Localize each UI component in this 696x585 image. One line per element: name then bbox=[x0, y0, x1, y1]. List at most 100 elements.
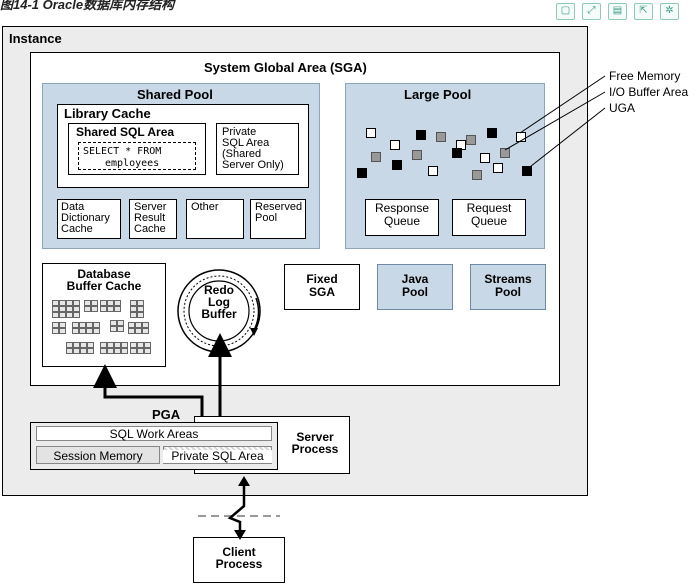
buffer-block bbox=[128, 322, 135, 328]
client-process-line-1: Client bbox=[222, 545, 256, 559]
buffer-block bbox=[87, 342, 94, 348]
session-memory-label: Session Memory bbox=[53, 449, 143, 463]
uga-block bbox=[357, 168, 367, 178]
private-sql-area-shared bbox=[216, 123, 299, 175]
buffer-block bbox=[52, 300, 59, 306]
buffer-block bbox=[137, 306, 144, 312]
io-buffer-block bbox=[436, 132, 446, 142]
java-pool bbox=[377, 264, 453, 310]
buffer-block bbox=[117, 320, 124, 326]
request-queue bbox=[452, 199, 526, 236]
buffer-block bbox=[66, 312, 73, 318]
fixed-sga bbox=[284, 264, 360, 310]
sql-work-areas-label: SQL Work Areas bbox=[109, 427, 199, 441]
redo-log-buffer bbox=[176, 268, 262, 354]
buffer-block bbox=[66, 342, 73, 348]
streams-pool bbox=[470, 264, 546, 310]
server-result-cache bbox=[129, 199, 177, 239]
buffer-block bbox=[87, 348, 94, 354]
free-memory-block bbox=[493, 163, 503, 173]
sql-text-line-2: employees bbox=[105, 158, 160, 169]
session-memory[interactable] bbox=[36, 446, 160, 464]
src-line-2: Result bbox=[134, 212, 166, 224]
server-process-line-2: Process bbox=[291, 442, 339, 456]
uga-block bbox=[392, 160, 402, 170]
legend-uga: UGA bbox=[609, 101, 636, 115]
buffer-block bbox=[114, 306, 121, 312]
request-queue-line-2: Queue bbox=[470, 214, 508, 228]
buffer-block bbox=[84, 300, 91, 306]
sql-statement-box bbox=[78, 142, 196, 170]
io-buffer-block bbox=[500, 148, 510, 158]
buffer-block bbox=[73, 306, 80, 312]
buffer-block bbox=[135, 322, 142, 328]
buffer-block bbox=[86, 322, 93, 328]
free-memory-block bbox=[390, 140, 400, 150]
buffer-block bbox=[110, 320, 117, 326]
buffer-block bbox=[137, 312, 144, 318]
buffer-block bbox=[66, 300, 73, 306]
streams-pool-line-2: Pool bbox=[495, 285, 521, 299]
buffer-block bbox=[137, 342, 144, 348]
free-memory-block bbox=[480, 153, 490, 163]
reserved-pool-line-2: Pool bbox=[255, 212, 278, 224]
buffer-block bbox=[72, 328, 79, 334]
response-queue bbox=[365, 199, 439, 236]
buffer-block bbox=[130, 300, 137, 306]
buffer-block bbox=[107, 348, 114, 354]
ddc-line-3: Cache bbox=[61, 223, 93, 235]
shared-sql-area bbox=[68, 123, 206, 175]
io-buffer-block bbox=[412, 150, 422, 160]
request-queue-line-1: Request bbox=[466, 201, 512, 215]
buffer-block bbox=[91, 300, 98, 306]
io-buffer-block bbox=[466, 135, 476, 145]
pga-label: PGA bbox=[152, 407, 181, 422]
buffer-block bbox=[52, 328, 59, 334]
buffer-block bbox=[84, 306, 91, 312]
buffer-block bbox=[86, 328, 93, 334]
streams-pool-line-1: Streams bbox=[484, 272, 532, 286]
redo-log-line-1: Redo bbox=[204, 283, 234, 297]
buffer-block bbox=[52, 306, 59, 312]
buffer-block bbox=[114, 348, 121, 354]
buffer-block bbox=[93, 328, 100, 334]
sql-work-areas[interactable] bbox=[36, 426, 272, 441]
share-icon[interactable]: ⇱ bbox=[634, 3, 653, 20]
free-memory-block bbox=[516, 132, 526, 142]
fixed-sga-line-2: SGA bbox=[308, 285, 335, 299]
response-queue-line-2: Queue bbox=[383, 214, 421, 228]
buffer-block bbox=[117, 326, 124, 332]
buffer-block bbox=[107, 342, 114, 348]
buffer-block bbox=[91, 306, 98, 312]
buffer-block bbox=[142, 322, 149, 328]
settings-icon[interactable]: ✲ bbox=[660, 3, 679, 20]
buffer-block bbox=[107, 300, 114, 306]
buffer-block bbox=[137, 300, 144, 306]
buffer-block bbox=[66, 348, 73, 354]
data-dictionary-cache bbox=[57, 199, 121, 239]
expand-icon[interactable]: ⤢ bbox=[582, 3, 601, 20]
buffer-block bbox=[100, 348, 107, 354]
square-icon[interactable]: ▢ bbox=[556, 3, 575, 20]
buffer-block bbox=[66, 306, 73, 312]
fixed-sga-line-1: Fixed bbox=[306, 272, 338, 286]
free-memory-block bbox=[366, 128, 376, 138]
client-process-line-2: Process bbox=[215, 557, 263, 571]
buffer-block bbox=[114, 300, 121, 306]
buffer-block bbox=[52, 322, 59, 328]
other-box bbox=[186, 199, 244, 239]
buffer-block bbox=[73, 342, 80, 348]
buffer-block bbox=[130, 312, 137, 318]
ddc-line-2: Dictionary bbox=[61, 212, 110, 224]
uga-block bbox=[487, 128, 497, 138]
ddc-line-1: Data bbox=[61, 201, 85, 213]
buffer-block bbox=[130, 342, 137, 348]
save-icon[interactable]: ▤ bbox=[608, 3, 627, 20]
private-sql-area-pga-label: Private SQL Area bbox=[163, 450, 272, 463]
buffer-block bbox=[110, 326, 117, 332]
other-label: Other bbox=[191, 201, 219, 213]
private-sql-area-line-3: (Shared bbox=[222, 148, 262, 160]
response-queue-line-1: Response bbox=[374, 201, 430, 215]
uga-block bbox=[452, 148, 462, 158]
buffer-block bbox=[100, 342, 107, 348]
